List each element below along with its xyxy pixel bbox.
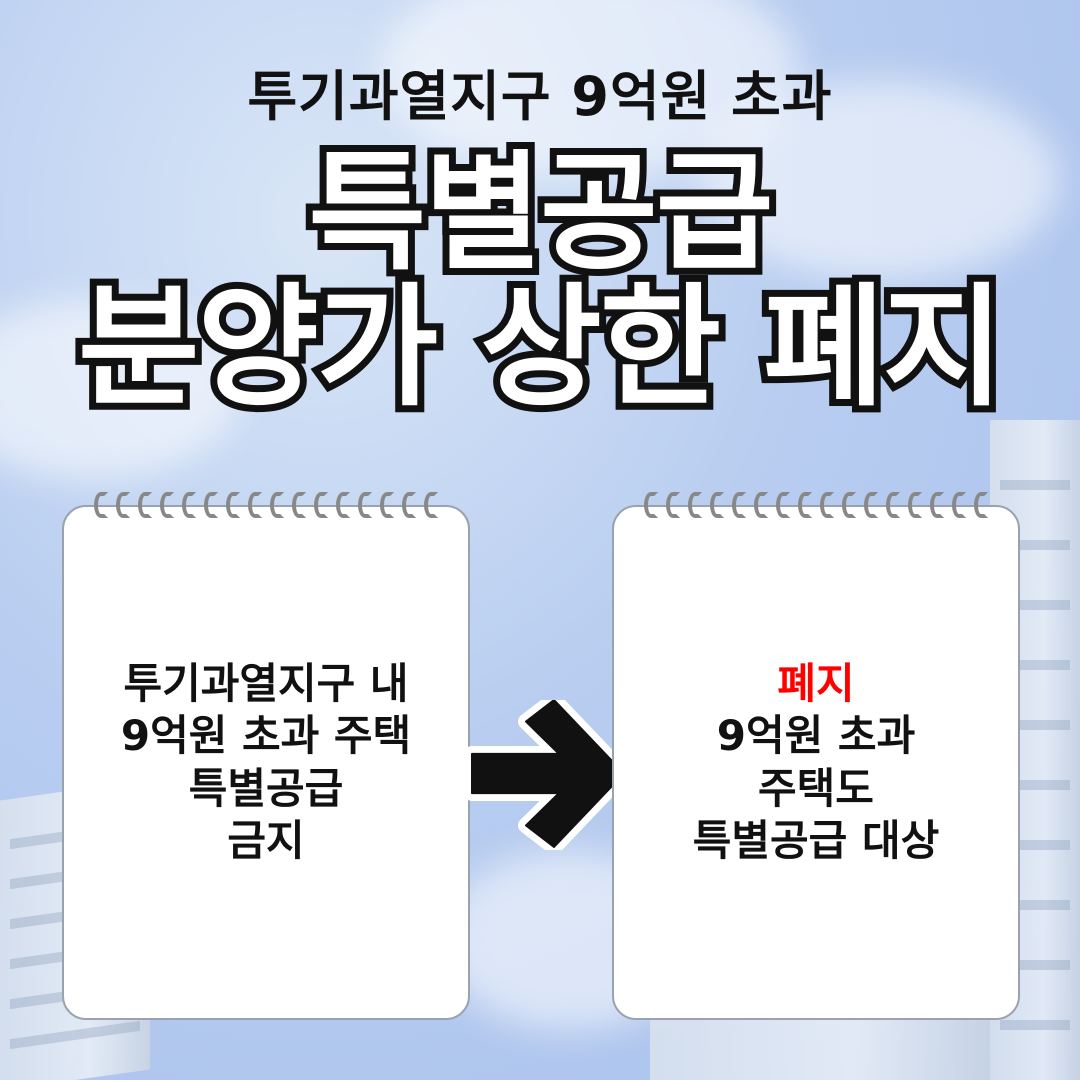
after-line: 주택도 [758,763,874,813]
before-line: 9억원 초과 주택 [120,711,412,760]
before-card: 투기과열지구 내 9억원 초과 주택 특별공급 금지 [62,492,470,1020]
after-line: 9억원 초과 [716,711,916,760]
subtitle: 투기과열지구 9억원 초과 [247,65,833,128]
spiral-binding [644,492,988,520]
after-line: 특별공급 대상 [692,816,940,865]
before-line: 특별공급 [188,763,344,813]
after-card-text: 폐지 9억원 초과 주택도 특별공급 대상 [614,507,1018,1018]
arrow-right-icon [464,700,632,850]
abolished-highlight: 폐지 [777,658,855,708]
after-card: 폐지 9억원 초과 주택도 특별공급 대상 [612,492,1020,1020]
before-line: 금지 [227,816,305,865]
before-card-text: 투기과열지구 내 9억원 초과 주택 특별공급 금지 [64,507,468,1018]
before-line: 투기과열지구 내 [123,658,409,708]
spiral-binding [94,492,438,520]
title-line-1: 특별공급 [301,139,780,288]
title-line-2: 분양가 상한 폐지 [71,271,1011,425]
